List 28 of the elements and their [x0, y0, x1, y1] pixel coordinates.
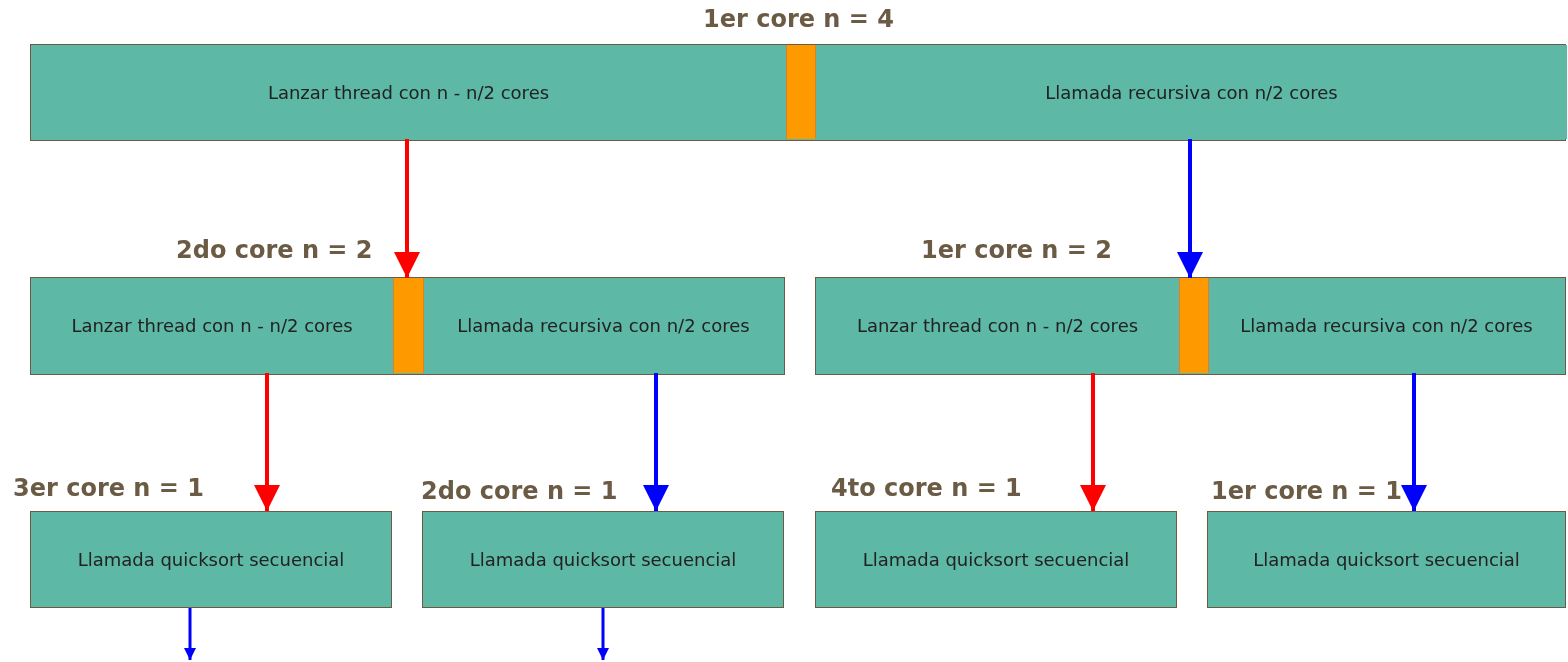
box-text: Llamada quicksort secuencial	[862, 549, 1130, 570]
core-heading: 1er core n = 2	[921, 236, 1112, 264]
separator-bar	[393, 278, 424, 373]
core-heading: 3er core n = 1	[13, 474, 204, 502]
arrow	[597, 608, 609, 660]
core-heading: 1er core n = 4	[703, 5, 894, 33]
core-heading: 1er core n = 1	[1211, 477, 1402, 505]
separator-bar	[786, 45, 816, 139]
arrow	[1177, 139, 1203, 278]
box-text: Llamada recursiva con n/2 cores	[1045, 81, 1338, 103]
arrow	[643, 373, 669, 511]
box-text: Lanzar thread con n - n/2 cores	[856, 315, 1139, 336]
box-text: Llamada quicksort secuencial	[77, 549, 345, 570]
box-text: Llamada quicksort secuencial	[1253, 549, 1520, 570]
box-text: Llamada quicksort secuencial	[469, 549, 737, 570]
box-text: Lanzar thread con n - n/2 cores	[267, 81, 550, 103]
arrow	[184, 608, 196, 660]
separator-bar	[1179, 278, 1209, 373]
arrow	[394, 139, 420, 278]
core-heading: 2do core n = 2	[176, 236, 373, 264]
core-heading: 2do core n = 1	[421, 477, 618, 505]
box-text: Llamada recursiva con n/2 cores	[1240, 315, 1533, 336]
box-text: Lanzar thread con n - n/2 cores	[71, 315, 353, 336]
arrow	[254, 373, 280, 511]
core-heading: 4to core n = 1	[831, 474, 1022, 502]
arrow	[1401, 373, 1427, 511]
arrow	[1080, 373, 1106, 511]
box-text: Llamada recursiva con n/2 cores	[457, 315, 750, 336]
